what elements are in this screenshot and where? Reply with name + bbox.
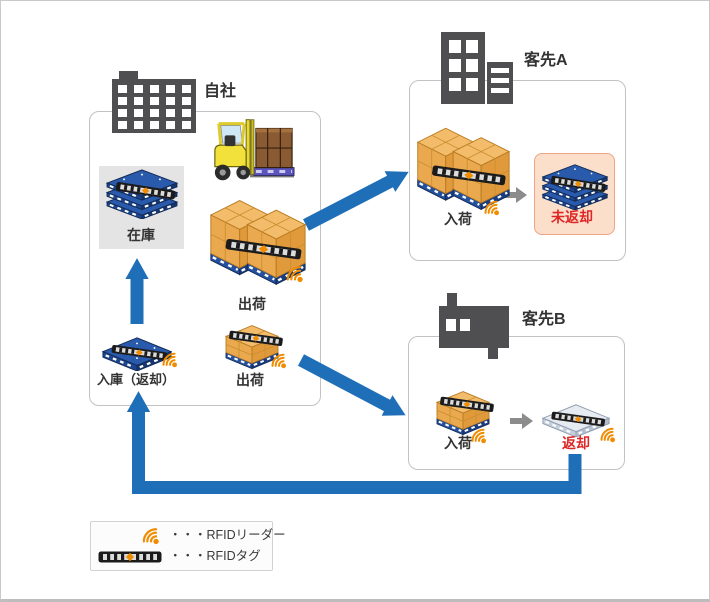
customer-b-building-icon [439, 293, 509, 359]
stock-pallet-stack [103, 168, 181, 219]
customer-a-label: 客先A [524, 52, 568, 69]
customer-b-label: 客先B [522, 311, 566, 328]
receive-label: 入庫（返却） [96, 372, 176, 387]
legend-rfid-tag-icon [98, 551, 162, 563]
company-building-icon [112, 71, 196, 133]
rfid-reader-icon [471, 428, 488, 445]
legend-rfid-reader-icon [142, 528, 160, 546]
forklift-icon [213, 118, 295, 182]
customer-b-arrival-label: 入荷 [444, 435, 472, 451]
stock-label: 在庫 [127, 227, 155, 243]
not-returned-label: 未返却 [551, 209, 593, 225]
ship-small-label: 出荷 [236, 372, 264, 388]
rfid-reader-icon [484, 200, 501, 217]
not-returned-pallet-stack [539, 163, 611, 210]
legend-panel [90, 521, 273, 571]
customer-a-building-icon [441, 32, 513, 104]
rfid-reader-icon [600, 427, 617, 444]
rfid-reader-icon [286, 266, 304, 284]
legend-reader-label: ・・・RFIDリーダー [169, 528, 286, 542]
ship-large-label: 出荷 [238, 296, 266, 312]
company-label: 自社 [204, 83, 237, 100]
rfid-reader-icon [162, 352, 179, 369]
legend-tag-label: ・・・RFIDタグ [169, 549, 261, 563]
rfid-reader-icon [271, 353, 288, 370]
returned-label: 返却 [562, 435, 590, 451]
customer-a-arrival-label: 入荷 [444, 211, 472, 227]
